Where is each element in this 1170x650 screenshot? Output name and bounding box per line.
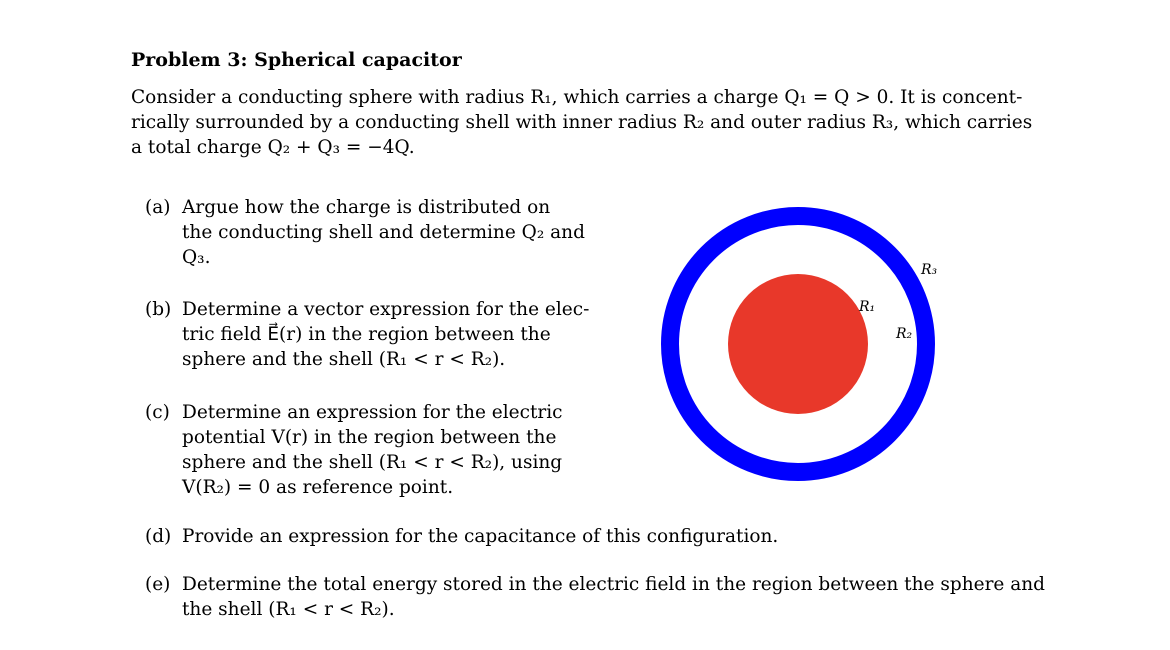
problem-title: Problem 3: Spherical capacitor — [131, 49, 462, 71]
question-line: potential V(r) in the region between the — [182, 427, 557, 448]
question-body: Determine an expression for the electric… — [182, 400, 563, 500]
question-a: (a) Argue how the charge is distributed … — [145, 195, 585, 275]
intro-line: a total charge Q₂ + Q₃ = −4Q. — [131, 137, 415, 158]
question-line: tric field E⃗(r) in the region between t… — [182, 324, 551, 345]
question-d: (d) Provide an expression for the capaci… — [145, 524, 1045, 554]
question-line: Provide an expression for the capacitanc… — [182, 526, 779, 547]
question-line: Determine an expression for the electric — [182, 402, 563, 423]
label-r3: R₃ — [920, 262, 938, 278]
question-line: the shell (R₁ < r < R₂). — [182, 599, 395, 620]
question-line: sphere and the shell (R₁ < r < R₂). — [182, 349, 506, 370]
question-label: (e) — [145, 574, 171, 595]
question-label: (b) — [145, 299, 172, 320]
question-line: Argue how the charge is distributed on — [182, 197, 551, 218]
intro-line: rically surrounded by a conducting shell… — [131, 112, 1033, 133]
question-body: Determine the total energy stored in the… — [182, 572, 1045, 622]
inner-sphere — [728, 274, 868, 414]
question-line: Q₃. — [182, 247, 211, 268]
question-label: (d) — [145, 526, 172, 547]
capacitor-figure: R₁ R₂ R₃ — [650, 190, 970, 510]
label-r2: R₂ — [895, 326, 913, 342]
question-body: Provide an expression for the capacitanc… — [182, 524, 778, 549]
question-body: Determine a vector expression for the el… — [182, 297, 589, 372]
question-line: sphere and the shell (R₁ < r < R₂), usin… — [182, 452, 563, 473]
question-line: V(R₂) = 0 as reference point. — [182, 477, 454, 498]
question-label: (a) — [145, 197, 171, 218]
problem-intro: Consider a conducting sphere with radius… — [131, 85, 1033, 160]
question-body: Argue how the charge is distributed on t… — [182, 195, 585, 270]
capacitor-diagram: R₁ R₂ R₃ — [661, 207, 938, 481]
question-line: the conducting shell and determine Q₂ an… — [182, 222, 585, 243]
outer-shell — [661, 207, 935, 481]
intro-line: Consider a conducting sphere with radius… — [131, 87, 1023, 108]
question-b: (b) Determine a vector expression for th… — [145, 297, 589, 377]
label-r1: R₁ — [858, 299, 875, 315]
question-line: Determine a vector expression for the el… — [182, 299, 590, 320]
question-line: Determine the total energy stored in the… — [182, 574, 1046, 595]
question-c: (c) Determine an expression for the elec… — [145, 400, 585, 505]
question-e: (e) Determine the total energy stored in… — [145, 572, 1045, 627]
question-label: (c) — [145, 402, 170, 423]
